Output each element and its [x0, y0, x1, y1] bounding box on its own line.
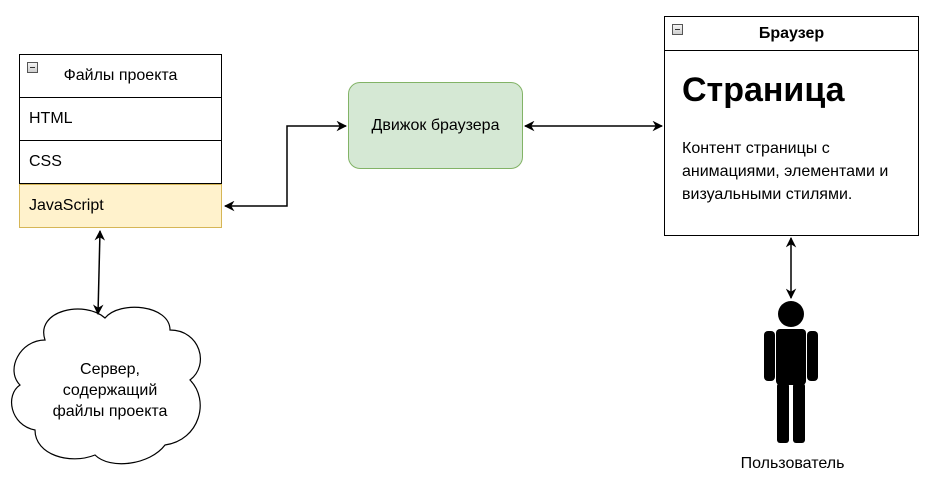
browser-header: Браузер [665, 17, 918, 51]
user-icon [764, 301, 818, 443]
server-cloud-shape [11, 306, 201, 465]
project-files-header: Файлы проекта [20, 55, 221, 98]
user-label: Пользователь [740, 455, 845, 472]
browser-engine-node: Движок браузера [348, 82, 523, 169]
server-label-line: файлы проекта [52, 403, 168, 420]
file-item-css: CSS [20, 141, 221, 184]
connector-js-engine [223, 120, 348, 212]
server-label: Сервер, содержащий файлы проекта [30, 359, 190, 422]
collapse-icon[interactable] [672, 24, 683, 35]
connector-js-server [92, 229, 106, 316]
server-label-line: содержащий [62, 382, 158, 399]
browser-container: Браузер Страница Контент страницы с аним… [664, 16, 919, 236]
file-item-html: HTML [20, 98, 221, 141]
page-description: Контент страницы с анимациями, элементам… [682, 140, 889, 203]
page-title: Страница [682, 71, 845, 109]
project-files-container: Файлы проекта HTML CSS JavaScript [19, 54, 222, 228]
collapse-icon[interactable] [27, 62, 38, 73]
browser-engine-label: Движок браузера [371, 116, 500, 134]
file-item-javascript: JavaScript [19, 184, 222, 228]
server-label-line: Сервер, [80, 361, 140, 378]
